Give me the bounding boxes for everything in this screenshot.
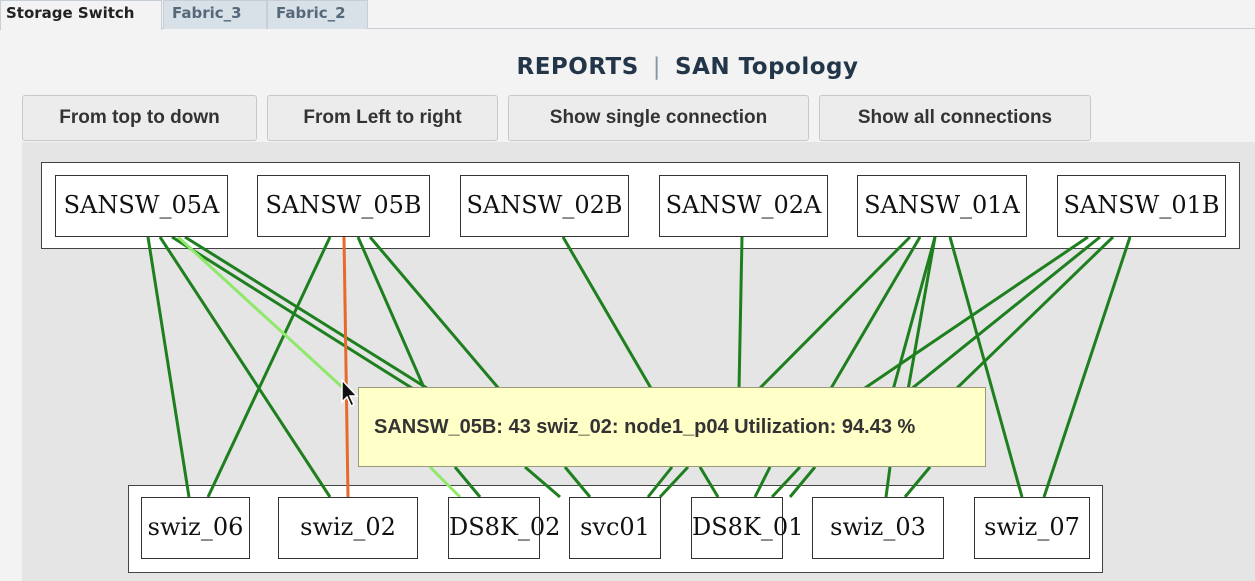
hovered-link[interactable] (176, 235, 344, 389)
link[interactable] (770, 465, 802, 499)
link[interactable] (756, 235, 912, 392)
device-node-swiz-06[interactable]: swiz_06 (141, 497, 250, 559)
link[interactable] (658, 465, 690, 499)
link[interactable] (698, 466, 720, 498)
link[interactable] (828, 236, 922, 391)
top-to-down-button[interactable]: From top to down (22, 95, 257, 141)
switch-node-sansw-02b[interactable]: SANSW_02B (460, 175, 629, 237)
switch-node-sansw-02a[interactable]: SANSW_02A (659, 175, 828, 237)
device-node-ds8k-01[interactable]: DS8K_01 (691, 497, 803, 559)
link[interactable] (146, 236, 191, 498)
link[interactable] (1042, 236, 1132, 498)
switch-node-sansw-01a[interactable]: SANSW_01A (857, 175, 1027, 237)
switch-node-sansw-05b[interactable]: SANSW_05B (257, 175, 430, 237)
link[interactable] (909, 235, 1101, 392)
link[interactable] (753, 466, 772, 498)
link[interactable] (184, 235, 431, 392)
link[interactable] (158, 236, 332, 498)
device-node-swiz-02[interactable]: swiz_02 (278, 497, 418, 559)
link[interactable] (884, 466, 892, 498)
show-single-connection-button[interactable]: Show single connection (508, 95, 809, 141)
link[interactable] (356, 236, 427, 391)
link[interactable] (861, 235, 1089, 392)
link[interactable] (524, 465, 561, 499)
left-to-right-button[interactable]: From Left to right (267, 95, 498, 141)
link[interactable] (788, 466, 817, 498)
link[interactable] (206, 236, 332, 498)
link[interactable] (891, 236, 937, 391)
device-node-swiz-07[interactable]: swiz_07 (974, 497, 1090, 559)
link[interactable] (646, 466, 674, 498)
link[interactable] (453, 466, 482, 498)
link[interactable] (368, 236, 502, 391)
show-all-connections-button[interactable]: Show all connections (819, 95, 1091, 141)
mouse-cursor-icon (341, 379, 359, 408)
title-section: REPORTS (516, 54, 639, 80)
tab-storage-switch[interactable]: Storage Switch (0, 0, 162, 30)
device-node-swiz-03[interactable]: swiz_03 (812, 497, 944, 559)
link-tooltip: SANSW_05B: 43 swiz_02: node1_p04 Utiliza… (358, 387, 986, 467)
tab-fabric-2[interactable]: Fabric_2 (267, 0, 368, 29)
title-separator: | (652, 54, 662, 80)
tab-bar: Storage Switch Fabric_3 Fabric_2 (0, 0, 1255, 30)
tab-fabric-3[interactable]: Fabric_3 (163, 0, 267, 29)
switch-node-sansw-05a[interactable]: SANSW_05A (55, 175, 228, 237)
link[interactable] (906, 236, 937, 391)
device-node-ds8k-02[interactable]: DS8K_02 (448, 497, 560, 559)
link[interactable] (563, 466, 592, 498)
switch-node-sansw-01b[interactable]: SANSW_01B (1057, 175, 1226, 237)
title-page: SAN Topology (675, 54, 859, 80)
device-node-svc01[interactable]: svc01 (569, 497, 661, 559)
hovered-link-tail[interactable] (428, 465, 462, 499)
switch-group (41, 162, 1240, 249)
link[interactable] (737, 236, 744, 391)
selected-link[interactable] (342, 236, 350, 498)
link[interactable] (903, 466, 932, 498)
page-title: REPORTS | SAN Topology (0, 54, 1255, 80)
link[interactable] (953, 235, 1115, 392)
link[interactable] (561, 236, 654, 391)
link[interactable] (948, 236, 1024, 498)
